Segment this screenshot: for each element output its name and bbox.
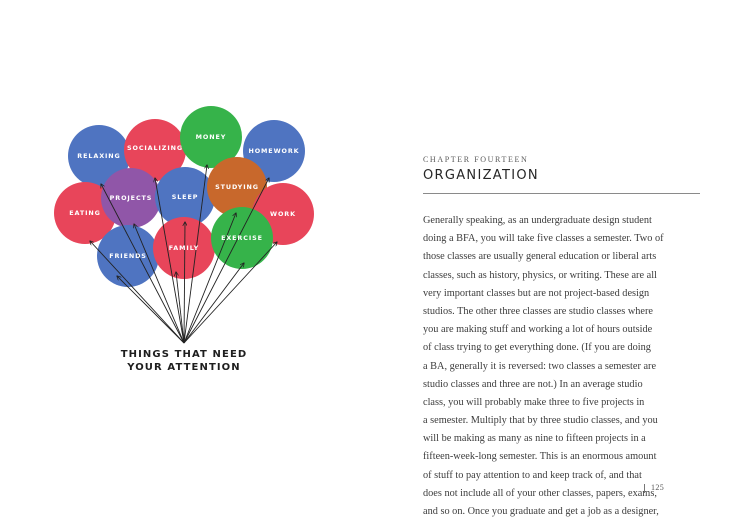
body-line: you are making stuff and working a lot o… xyxy=(423,324,653,336)
body-line: those classes are usually general educat… xyxy=(423,251,657,263)
arrow-projects xyxy=(134,224,185,344)
balloon-label-socializing: SOCIALIZING xyxy=(127,144,183,152)
body-line: and so on. Once you graduate and get a j… xyxy=(423,506,659,517)
body-line: fifteen-week-long semester. This is an e… xyxy=(423,451,657,463)
arrow-studying xyxy=(183,213,236,344)
arrow-sleep xyxy=(184,222,185,344)
balloon-exercise xyxy=(211,207,273,269)
balloon-label-projects: PROJECTS xyxy=(110,194,153,202)
balloon-label-work: WORK xyxy=(270,210,296,218)
balloon-label-homework: HOMEWORK xyxy=(248,147,299,155)
body-line: Generally speaking, as an undergraduate … xyxy=(423,215,652,226)
body-line: doing a BFA, you will take five classes … xyxy=(423,233,664,245)
body-line: a semester. Multiply that by three studi… xyxy=(423,415,658,427)
balloon-label-relaxing: RELAXING xyxy=(77,152,120,160)
balloon-label-friends: FRIENDS xyxy=(109,252,147,260)
arrow-family xyxy=(176,272,185,344)
balloon-family xyxy=(153,217,215,279)
body-text: Generally speaking, as an undergraduate … xyxy=(423,212,693,521)
body-line: studio classes and three are not.) In an… xyxy=(423,378,643,390)
body-line: will be making as many as nine to fiftee… xyxy=(423,433,646,445)
balloon-studying xyxy=(207,157,267,217)
body-line: a BA, generally it is reversed: two clas… xyxy=(423,360,657,372)
arrow-homework xyxy=(183,178,269,344)
balloon-illustration: RELAXING SOCIALIZING MONEY HOMEWORK EATING PR… xyxy=(54,106,314,373)
body-line: class, you will probably make three to f… xyxy=(423,396,645,408)
body-line: of stuff to pay attention to and keep tr… xyxy=(423,469,642,481)
balloon-label-sleep: SLEEP xyxy=(172,193,199,201)
body-line: does not include all of your other class… xyxy=(423,487,657,499)
balloon-label-money: MONEY xyxy=(196,133,227,141)
arrow-eating xyxy=(90,241,185,344)
chapter-label: CHAPTER FOURTEEN xyxy=(423,155,529,164)
divider-rule xyxy=(423,193,700,194)
body-line: studios. The other three classes are stu… xyxy=(423,305,653,317)
arrow-relaxing xyxy=(101,184,185,344)
arrow-socializing xyxy=(155,178,185,344)
balloon-sleep xyxy=(155,167,215,227)
page-number: 125 xyxy=(651,483,665,492)
folio-divider xyxy=(644,484,645,493)
balloon-friends xyxy=(97,225,159,287)
arrow-work xyxy=(183,242,277,344)
balloon-relaxing xyxy=(68,125,130,187)
balloon-socializing xyxy=(124,119,186,181)
arrow-money xyxy=(183,165,207,344)
balloon-label-family: FAMILY xyxy=(169,244,199,252)
balloon-label-exercise: EXERCISE xyxy=(221,234,263,242)
body-line: classes, such as history, physics, or wr… xyxy=(423,269,657,281)
arrow-friends xyxy=(117,276,185,344)
chapter-title: ORGANIZATION xyxy=(423,168,539,183)
caption-line-2: YOUR ATTENTION xyxy=(126,362,241,373)
balloon-money xyxy=(180,106,242,168)
arrow-exercise xyxy=(183,263,244,344)
balloon-label-eating: EATING xyxy=(69,209,101,217)
body-line: very important classes but are not proje… xyxy=(423,287,650,299)
body-line: of class trying to get everything done. … xyxy=(423,342,651,354)
caption-line-1: THINGS THAT NEED xyxy=(121,349,248,360)
balloon-label-studying: STUDYING xyxy=(215,183,259,191)
balloon-eating xyxy=(54,182,116,244)
